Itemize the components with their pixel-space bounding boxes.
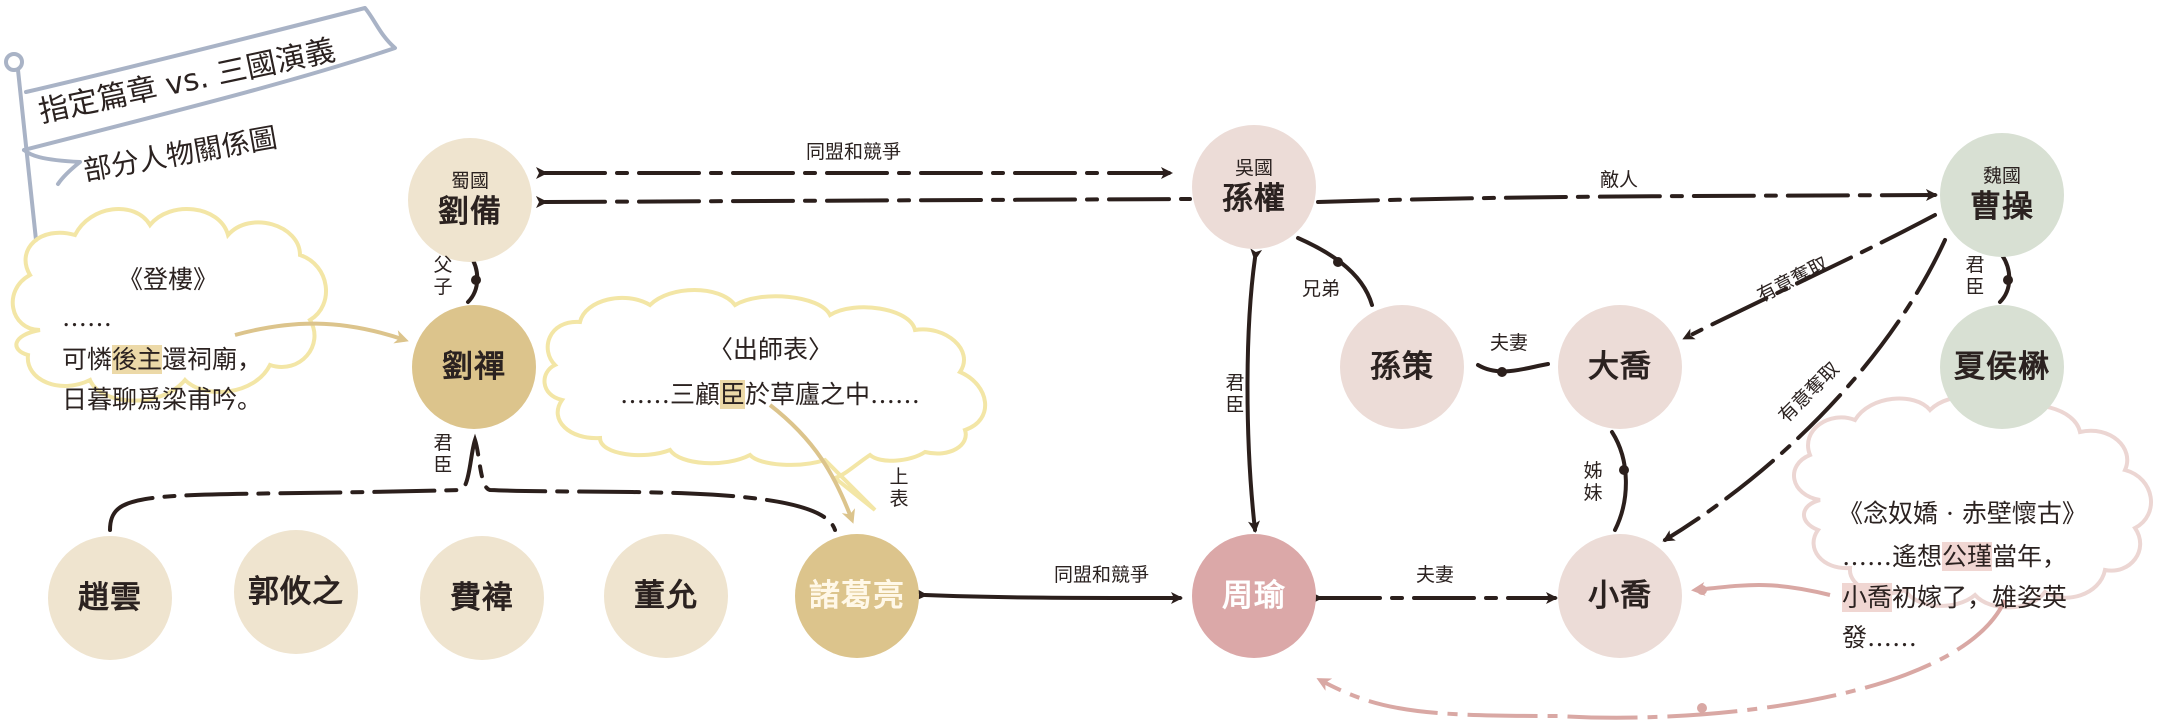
caocao-name: 曹操 bbox=[1970, 188, 2034, 225]
denglou-title: 《登樓》 bbox=[118, 265, 219, 294]
chushibiao-line1-b: 於草廬之中…… bbox=[745, 380, 921, 409]
zhouyu-name: 周瑜 bbox=[1222, 577, 1286, 614]
denglou-line3: 日暮聊爲梁甫吟。 bbox=[62, 385, 263, 414]
daqiao-name: 大喬 bbox=[1588, 348, 1652, 385]
line-caocao-daqiao bbox=[1682, 213, 1937, 340]
label-liubei-sunquan: 同盟和競爭 bbox=[806, 141, 902, 163]
line-sunce-daqiao bbox=[1476, 362, 1550, 374]
denglou-line2-a: 可憐 bbox=[62, 345, 113, 374]
liubei-name: 劉備 bbox=[438, 193, 502, 230]
niannujiao-arrow-zhouyu bbox=[1316, 599, 2007, 720]
cloud-chushibiao-shape bbox=[542, 288, 987, 512]
chushibiao-line1: ……三顧臣於草廬之中…… bbox=[620, 375, 920, 415]
label-sunquan-zhouyu: 君臣 bbox=[1225, 372, 1245, 416]
niannujiao-line1: ……遙想公瑾當年， bbox=[1842, 537, 2067, 577]
node-guoyouzhi[interactable]: 郭攸之 bbox=[234, 530, 358, 654]
label-zhouyu-xiaoqiao: 夫妻 bbox=[1416, 564, 1455, 586]
xiaoqiao-name: 小喬 bbox=[1588, 577, 1652, 614]
xiahoumao-name: 夏侯楙 bbox=[1954, 348, 2050, 385]
line-sunquan-zhouyu bbox=[1245, 248, 1263, 533]
label-caocao-xiahoumao: 君臣 bbox=[1965, 254, 1985, 298]
sunce-name: 孫策 bbox=[1370, 348, 1434, 385]
node-zhaoyun[interactable]: 趙雲 bbox=[48, 536, 172, 660]
node-sunce[interactable]: 孫策 bbox=[1340, 305, 1464, 429]
chushibiao-line1-highlight: 臣 bbox=[720, 380, 746, 409]
niannujiao-line1-a: ……遙想 bbox=[1842, 542, 1943, 571]
line-liubei-sunquan-bottom bbox=[535, 196, 1192, 209]
node-dongyun[interactable]: 董允 bbox=[604, 534, 728, 658]
node-liubei[interactable]: 蜀國 劉備 bbox=[408, 138, 532, 262]
niannujiao-line2: 小喬初嫁了，雄姿英 bbox=[1842, 578, 2067, 618]
denglou-line2: 可憐後主還祠廟， bbox=[62, 340, 262, 380]
line-daqiao-xiaoqiao bbox=[1610, 430, 1628, 532]
liushan-name: 劉禪 bbox=[442, 348, 506, 385]
niannujiao-title: 《念奴嬌 · 赤壁懷古》 bbox=[1838, 499, 2087, 528]
label-sunce-daqiao: 夫妻 bbox=[1490, 332, 1529, 354]
label-sunquan-caocao: 敵人 bbox=[1600, 169, 1639, 191]
line-sunquan-caocao bbox=[1316, 189, 1938, 204]
niannujiao-line2-b: 初嫁了，雄姿英 bbox=[1892, 583, 2068, 612]
label-zhugeliang-memorial: 上表 bbox=[889, 466, 909, 510]
node-zhugeliang[interactable]: 諸葛亮 bbox=[795, 534, 919, 658]
label-sunquan-sunce: 兄弟 bbox=[1302, 278, 1341, 300]
niannujiao-line1-b: 當年， bbox=[1992, 542, 2068, 571]
node-feiyi[interactable]: 費褘 bbox=[420, 536, 544, 660]
guoyouzhi-name: 郭攸之 bbox=[248, 573, 344, 610]
title-banner bbox=[4, 6, 397, 242]
line-liushan-ministers bbox=[108, 433, 837, 532]
node-xiaoqiao[interactable]: 小喬 bbox=[1558, 534, 1682, 658]
zhugeliang-name: 諸葛亮 bbox=[809, 577, 905, 614]
node-caocao[interactable]: 魏國 曹操 bbox=[1940, 133, 2064, 257]
cloud-denglou-shape bbox=[10, 207, 328, 403]
zhaoyun-name: 趙雲 bbox=[78, 579, 142, 616]
node-xiahoumao[interactable]: 夏侯楙 bbox=[1940, 305, 2064, 429]
label-liubei-liushan: 父子 bbox=[433, 254, 453, 298]
chushibiao-arrow bbox=[768, 403, 856, 524]
line-zhugeliang-zhouyu bbox=[915, 588, 1183, 604]
denglou-arrow bbox=[234, 321, 409, 344]
liubei-kingdom: 蜀國 bbox=[450, 169, 489, 192]
label-zhugeliang-zhouyu: 同盟和競爭 bbox=[1054, 564, 1150, 586]
niannujiao-arrow-xiaoqiao bbox=[1691, 582, 1831, 597]
node-zhouyu[interactable]: 周瑜 bbox=[1192, 534, 1316, 658]
denglou-line2-highlight: 後主 bbox=[112, 345, 163, 374]
sunquan-kingdom: 吳國 bbox=[1234, 156, 1273, 179]
feiyi-name: 費褘 bbox=[450, 579, 514, 616]
node-liushan[interactable]: 劉禪 bbox=[412, 305, 536, 429]
sunquan-name: 孫權 bbox=[1222, 180, 1286, 217]
niannujiao-line3: 發…… bbox=[1842, 623, 1918, 652]
caocao-kingdom: 魏國 bbox=[1982, 164, 2021, 187]
niannujiao-line2-highlight: 小喬 bbox=[1842, 583, 1893, 612]
dongyun-name: 董允 bbox=[634, 577, 698, 614]
line-caocao-xiaoqiao bbox=[1662, 238, 1947, 542]
label-liushan-ministers: 君臣 bbox=[433, 432, 453, 476]
node-sunquan[interactable]: 吳國 孫權 bbox=[1192, 125, 1316, 249]
denglou-line2-b: 還祠廟， bbox=[162, 345, 263, 374]
chushibiao-title: 〈出師表〉 bbox=[708, 335, 834, 364]
label-daqiao-xiaoqiao: 姊妹 bbox=[1583, 460, 1603, 504]
denglou-line1: …… bbox=[62, 303, 112, 332]
niannujiao-line1-highlight: 公瑾 bbox=[1942, 542, 1993, 571]
node-daqiao[interactable]: 大喬 bbox=[1558, 305, 1682, 429]
chushibiao-line1-a: ……三顧 bbox=[620, 380, 721, 409]
